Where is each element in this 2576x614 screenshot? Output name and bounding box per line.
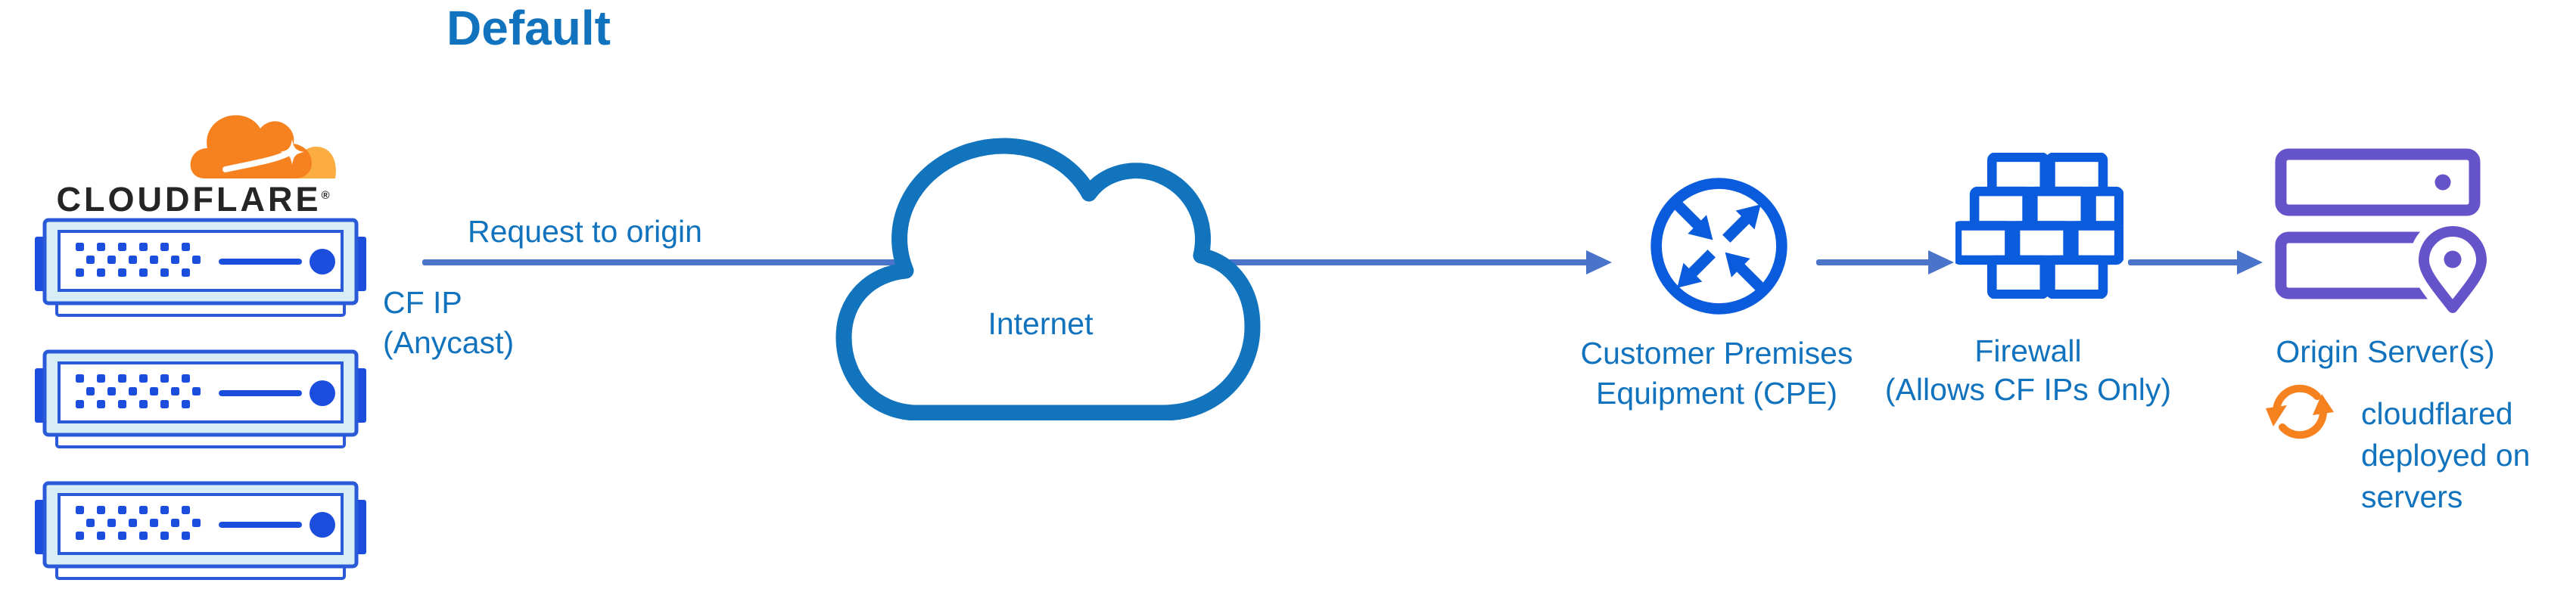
firewall-label: Firewall (Allows CF IPs Only) xyxy=(1846,332,2210,409)
origin-server-label: Origin Server(s) xyxy=(2276,334,2495,369)
cpe-router-icon xyxy=(1650,178,1787,315)
cloudflared-note-line1: cloudflared xyxy=(2361,396,2513,431)
arrow-head xyxy=(1928,250,1954,274)
location-pin-icon xyxy=(2410,217,2493,315)
arrow-shaft xyxy=(2128,259,2238,265)
arrow-shaft xyxy=(1816,259,1930,265)
cpe-label: Customer Premises Equipment (CPE) xyxy=(1548,333,1885,414)
registered-trademark: ® xyxy=(321,189,330,202)
sync-icon xyxy=(2266,384,2334,439)
internet-label: Internet xyxy=(988,306,1094,341)
arrow-head xyxy=(1586,250,1612,274)
firewall-icon xyxy=(1955,153,2123,299)
cloudflare-server-icon xyxy=(34,481,367,583)
firewall-label-line2: (Allows CF IPs Only) xyxy=(1884,372,2172,407)
cloudflare-brand-text: CLOUDFLARE xyxy=(56,180,322,219)
cloudflare-server-icon xyxy=(34,218,367,320)
arrow-head xyxy=(2237,250,2263,274)
cloudflared-note-line3: servers xyxy=(2361,479,2463,514)
origin-server-icon xyxy=(2275,148,2493,315)
cloudflared-note-line2: deployed on xyxy=(2361,438,2531,473)
cloudflare-server-icon xyxy=(34,349,367,451)
cf-ip-line2: (Anycast) xyxy=(383,325,515,360)
cloudflare-logo-icon xyxy=(190,115,336,178)
cloudflared-note: cloudflared deployed on servers xyxy=(2361,393,2530,518)
cloudflare-brand: CLOUDFLARE® xyxy=(42,180,344,219)
cpe-label-line2: Equipment (CPE) xyxy=(1595,376,1837,411)
cpe-label-line1: Customer Premises xyxy=(1580,336,1853,371)
cf-ip-line1: CF IP xyxy=(383,285,462,320)
firewall-label-line1: Firewall xyxy=(1974,333,2082,368)
internet-cloud-icon xyxy=(835,138,1261,420)
page-title: Default xyxy=(446,1,611,55)
request-to-origin-label: Request to origin xyxy=(468,214,702,249)
cf-ip-anycast-label: CF IP (Anycast) xyxy=(383,283,514,363)
